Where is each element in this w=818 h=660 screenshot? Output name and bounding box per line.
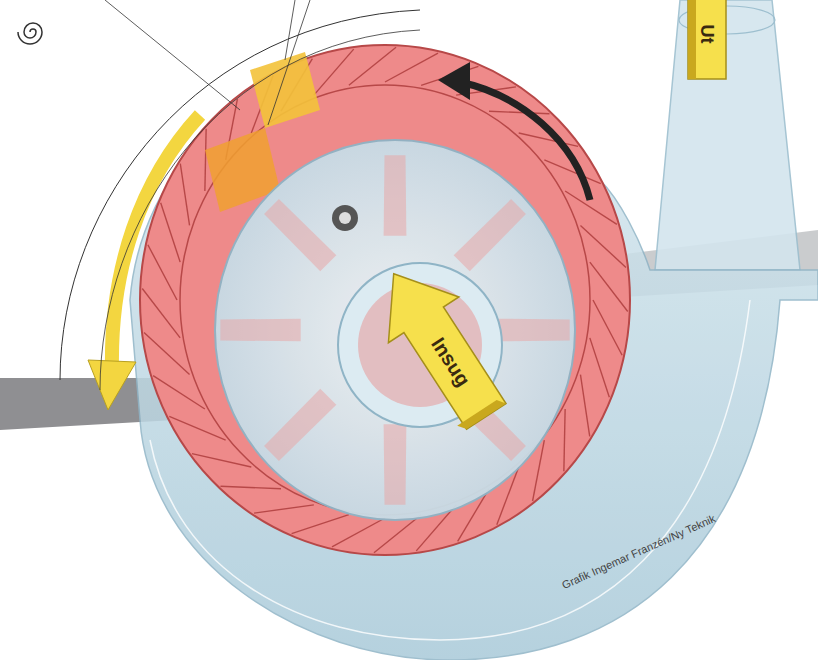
impeller-blade: [590, 262, 628, 311]
impeller-ring: [140, 45, 630, 555]
impeller-blade: [489, 111, 549, 114]
blade-highlight: [250, 52, 320, 128]
impeller-blade: [564, 409, 565, 471]
inner-vane: [454, 199, 526, 271]
inner-vanes: [220, 155, 569, 504]
leader-line: [105, 0, 240, 110]
inner-vane: [220, 319, 300, 342]
bar-side: [688, 0, 696, 79]
leader-line: [268, 0, 310, 125]
inner-vane: [264, 199, 336, 271]
flow-arrow: [112, 115, 200, 370]
impeller-blade: [519, 133, 578, 146]
impeller-blade: [180, 164, 189, 226]
rotation-arrow: [460, 82, 590, 200]
impeller-blade: [221, 486, 281, 489]
shaft: [332, 205, 358, 231]
impeller-blade: [590, 338, 609, 397]
inner-vane: [264, 389, 336, 461]
inner-vane: [384, 155, 407, 235]
bar-outline: [688, 0, 726, 79]
impeller-eye: [215, 140, 575, 520]
arrow-outline: [358, 251, 521, 439]
impeller-blade: [205, 129, 206, 191]
impeller-blade: [153, 376, 205, 409]
casing-outline: [60, 10, 420, 380]
impeller-blade: [169, 416, 225, 440]
node-label: Ut: [697, 25, 718, 44]
outlet-cone: [655, 0, 800, 270]
impeller-blade: [254, 505, 314, 513]
impeller-blade: [332, 518, 385, 547]
leader-line: [285, 0, 295, 60]
impeller-blade: [385, 53, 438, 82]
spiral-icon: [18, 23, 42, 44]
rotation-arrowhead: [438, 62, 470, 100]
impeller-blade: [192, 454, 251, 467]
casing-outline: [100, 30, 420, 390]
impeller-blade: [161, 203, 180, 262]
shaft-center: [339, 212, 351, 224]
arrow-side: [457, 397, 506, 433]
impeller-blade: [148, 245, 177, 300]
inner-vane: [384, 424, 407, 504]
outlet-arrow-box: Ut: [688, 0, 726, 79]
impeller-blade: [593, 300, 622, 355]
impeller-blade: [580, 375, 589, 437]
flow-arrowhead: [88, 360, 136, 410]
impeller-blade: [292, 515, 349, 534]
impeller-blades: [142, 47, 627, 552]
